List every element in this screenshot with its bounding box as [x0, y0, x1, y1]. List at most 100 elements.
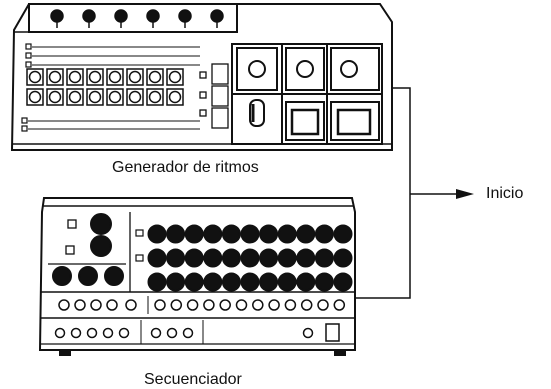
step-knob — [279, 274, 296, 291]
pad-button-inner — [292, 110, 318, 134]
small-knob — [302, 300, 312, 310]
large-button — [237, 48, 277, 90]
rhythm-generator-label: Generador de ritmos — [112, 159, 259, 176]
rhythm-generator — [12, 4, 392, 150]
pad-led — [170, 72, 181, 83]
small-knob — [91, 300, 101, 310]
connector-from-rhythm-generator — [392, 88, 410, 194]
knob — [83, 10, 95, 22]
large-button — [331, 48, 379, 90]
sequencer — [40, 198, 355, 355]
step-knob — [335, 250, 352, 267]
pad-led — [150, 72, 161, 83]
indicator-lamp — [304, 329, 313, 338]
step-knob — [279, 226, 296, 243]
knob — [115, 10, 127, 22]
step-knob — [316, 274, 333, 291]
step-knob — [316, 250, 333, 267]
small-knob — [88, 329, 97, 338]
large-knob — [53, 267, 71, 285]
row-switch — [136, 255, 143, 261]
pad-led — [30, 92, 41, 103]
pad-button-inner — [338, 110, 370, 134]
pad-led — [90, 92, 101, 103]
small-knob — [104, 329, 113, 338]
step-knob — [223, 226, 240, 243]
small-knob — [152, 329, 161, 338]
step-knob — [186, 274, 203, 291]
pad-led — [90, 72, 101, 83]
pad-led — [130, 92, 141, 103]
step-knob — [167, 226, 184, 243]
step-knob — [260, 250, 277, 267]
pad-led — [170, 92, 181, 103]
small-knob — [56, 329, 65, 338]
large-knob — [105, 267, 123, 285]
arrow-head — [456, 189, 474, 199]
small-knob — [285, 300, 295, 310]
step-knob — [297, 250, 314, 267]
large-knob — [91, 214, 111, 234]
step-knob — [149, 226, 166, 243]
step-knob — [279, 250, 296, 267]
step-knob — [204, 226, 221, 243]
step-knob — [167, 250, 184, 267]
pad-led — [30, 72, 41, 83]
pad-led — [50, 72, 61, 83]
small-knob — [318, 300, 328, 310]
pad-led — [130, 72, 141, 83]
step-knob — [242, 250, 259, 267]
small-knob — [107, 300, 117, 310]
knob — [211, 10, 223, 22]
large-button — [286, 48, 324, 90]
pad-led — [70, 92, 81, 103]
pad-led — [110, 72, 121, 83]
step-knob — [335, 226, 352, 243]
select-button — [212, 108, 228, 128]
step-knob — [223, 274, 240, 291]
pad-led — [50, 92, 61, 103]
pad-led — [70, 72, 81, 83]
step-knob — [223, 250, 240, 267]
small-knob — [184, 329, 193, 338]
step-knob — [149, 250, 166, 267]
small-knob — [188, 300, 198, 310]
small-knob-row — [56, 329, 193, 338]
foot — [335, 350, 345, 355]
small-switch — [66, 246, 74, 254]
step-knob — [186, 250, 203, 267]
step-knob — [335, 274, 352, 291]
small-knob — [120, 329, 129, 338]
step-knob — [297, 274, 314, 291]
row-switch — [136, 230, 143, 236]
small-knob — [237, 300, 247, 310]
foot — [60, 350, 70, 355]
step-knob — [260, 274, 277, 291]
large-knob — [91, 236, 111, 256]
pad-led — [150, 92, 161, 103]
small-knob — [126, 300, 136, 310]
knob — [179, 10, 191, 22]
small-knob — [220, 300, 230, 310]
pad-led — [110, 92, 121, 103]
small-knob — [72, 329, 81, 338]
select-button — [212, 86, 228, 106]
small-knob — [204, 300, 214, 310]
step-knob — [297, 226, 314, 243]
small-knob — [155, 300, 165, 310]
step-knob — [316, 226, 333, 243]
connector-from-sequencer — [355, 194, 410, 298]
step-knob — [186, 226, 203, 243]
small-knob — [171, 300, 181, 310]
step-grid — [149, 226, 352, 291]
step-knob — [204, 274, 221, 291]
sequencer-label: Secuenciador — [144, 371, 243, 388]
step-knob — [204, 250, 221, 267]
knob — [147, 10, 159, 22]
step-knob — [149, 274, 166, 291]
select-button — [212, 64, 228, 84]
step-knob — [167, 274, 184, 291]
small-switch — [68, 220, 76, 228]
small-knob — [168, 329, 177, 338]
